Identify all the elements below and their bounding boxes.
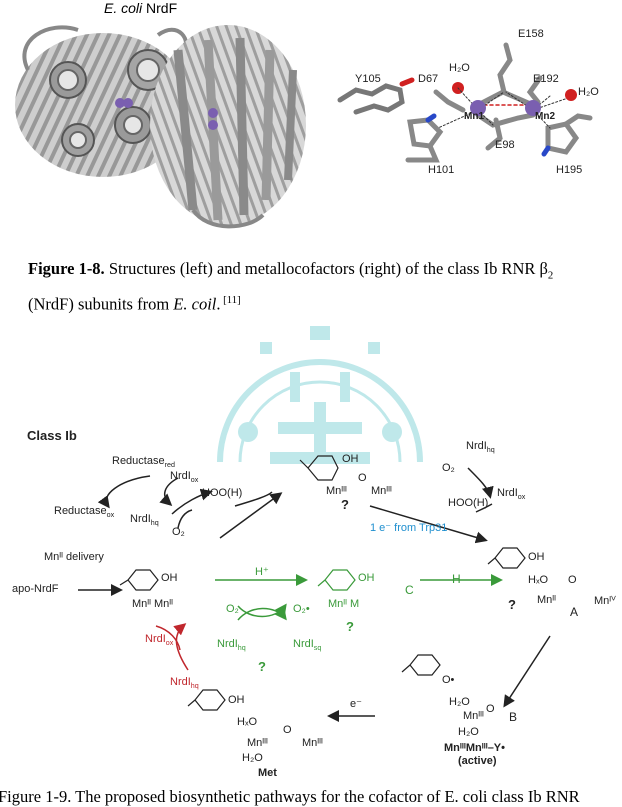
right-oh: OH — [528, 551, 545, 563]
mn-b: Mnᴵᴵᴵ — [463, 710, 484, 722]
nrdi-hq-red: NrdIhq — [170, 676, 199, 690]
right-question: ? — [508, 597, 516, 612]
reductase-red: Reductasered — [112, 455, 175, 469]
green-mn: Mnᴵᴵ M — [328, 598, 359, 610]
green-question-lower: ? — [258, 659, 266, 674]
green-question: ? — [346, 619, 354, 634]
mn2-state: Mnᴵᴵ Mnᴵᴵ — [132, 598, 173, 610]
met-oh: OH — [228, 694, 245, 706]
o-dot: O• — [442, 674, 454, 686]
label-e98: E98 — [495, 139, 515, 151]
o2-left: O₂ — [172, 526, 185, 538]
label-h101: H101 — [428, 164, 454, 176]
label-y105: Y105 — [355, 73, 381, 85]
o2-radical: O₂• — [293, 603, 310, 615]
top-oh: OH — [342, 453, 359, 465]
o2-right: O₂ — [442, 462, 455, 474]
water-right-atom — [565, 89, 577, 101]
h2o-b1: H₂O — [449, 696, 470, 708]
nrdi-hq-top: NrdIhq — [130, 513, 159, 527]
right-o: O — [568, 574, 577, 586]
o-b: O — [486, 703, 495, 715]
nrdi-ox-red: NrdIox — [145, 633, 173, 647]
right-mn-iv: Mnᴵⱽ — [594, 594, 616, 607]
green-oh: OH — [358, 572, 375, 584]
right-mn: Mnᴵᴵ — [537, 594, 556, 606]
met-hxo: HₓO — [237, 716, 257, 728]
hooh-left: HOO(H) — [202, 487, 242, 499]
label-b: B — [509, 710, 517, 724]
nrdi-sq-green: NrdIsq — [293, 638, 321, 652]
label-h195: H195 — [556, 164, 582, 176]
h2o-b2: H₂O — [458, 726, 479, 738]
met-h2o: H₂O — [242, 752, 263, 764]
label-d67: D67 — [418, 73, 438, 85]
mn-site-right-a — [208, 108, 218, 118]
nrdi-ox-top: NrdIox — [170, 470, 198, 484]
hooh-right: HOO(H) — [448, 497, 488, 509]
nrdi-ox-right: NrdIox — [497, 487, 525, 501]
o2-green: O₂ — [226, 603, 239, 615]
figure-1-8-caption: Figure 1-8. Structures (left) and metall… — [28, 256, 594, 317]
tyrosine-rings — [120, 456, 525, 710]
top-o: O — [358, 472, 367, 484]
label-a: A — [570, 605, 578, 619]
label-h2o-right: H₂O — [578, 86, 599, 98]
pathway-arrows — [0, 440, 622, 780]
met-label: Met — [258, 767, 277, 779]
panel-title-left: E. coli NrdF — [104, 0, 177, 16]
mn-delivery: Mnᴵᴵ delivery — [44, 551, 104, 563]
mid-oh: OH — [161, 572, 178, 584]
top-mn: Mnᴵᴵᴵ — [326, 485, 347, 497]
electron-from-trp31: 1 e⁻ from Trp31 — [370, 521, 447, 534]
active-state: MnᴵᴵᴵMnᴵᴵᴵ–Y• — [444, 742, 505, 754]
figure-1-9-caption: Figure 1-9. The proposed biosynthetic pa… — [0, 787, 622, 807]
protein-ribbon-structure — [8, 10, 308, 232]
label-mn1: Mn1 — [464, 111, 484, 122]
reductase-ox: Reductaseox — [54, 505, 114, 519]
top-mn2: Mnᴵᴵᴵ — [371, 485, 392, 497]
nrdi-hq-right: NrdIhq — [466, 440, 495, 454]
mn-site-left-b — [123, 98, 133, 108]
right-subunit — [150, 25, 306, 226]
active-label: (active) — [458, 755, 497, 767]
top-question: ? — [341, 497, 349, 512]
figure-1-8: E. coli NrdF — [0, 0, 622, 240]
h-plus: H⁺ — [255, 565, 269, 578]
label-e158: E158 — [518, 28, 544, 40]
green-c: C — [405, 583, 414, 597]
met-mn2: Mnᴵᴵᴵ — [302, 737, 323, 749]
apo-nrdf: apo-NrdF — [12, 583, 58, 595]
met-o: O — [283, 724, 292, 736]
electron-label: e⁻ — [350, 697, 362, 710]
mn-site-right-b — [208, 120, 218, 130]
label-e192: E192 — [533, 73, 559, 85]
metallocofactor-diagram — [328, 20, 618, 185]
label-h2o-left: H₂O — [449, 62, 470, 74]
met-mn1: Mnᴵᴵᴵ — [247, 737, 268, 749]
label-mn2: Mn2 — [535, 111, 555, 122]
right-hxo: HₓO — [528, 574, 548, 586]
green-h: H — [452, 572, 461, 586]
nrdi-hq-green: NrdIhq — [217, 638, 246, 652]
